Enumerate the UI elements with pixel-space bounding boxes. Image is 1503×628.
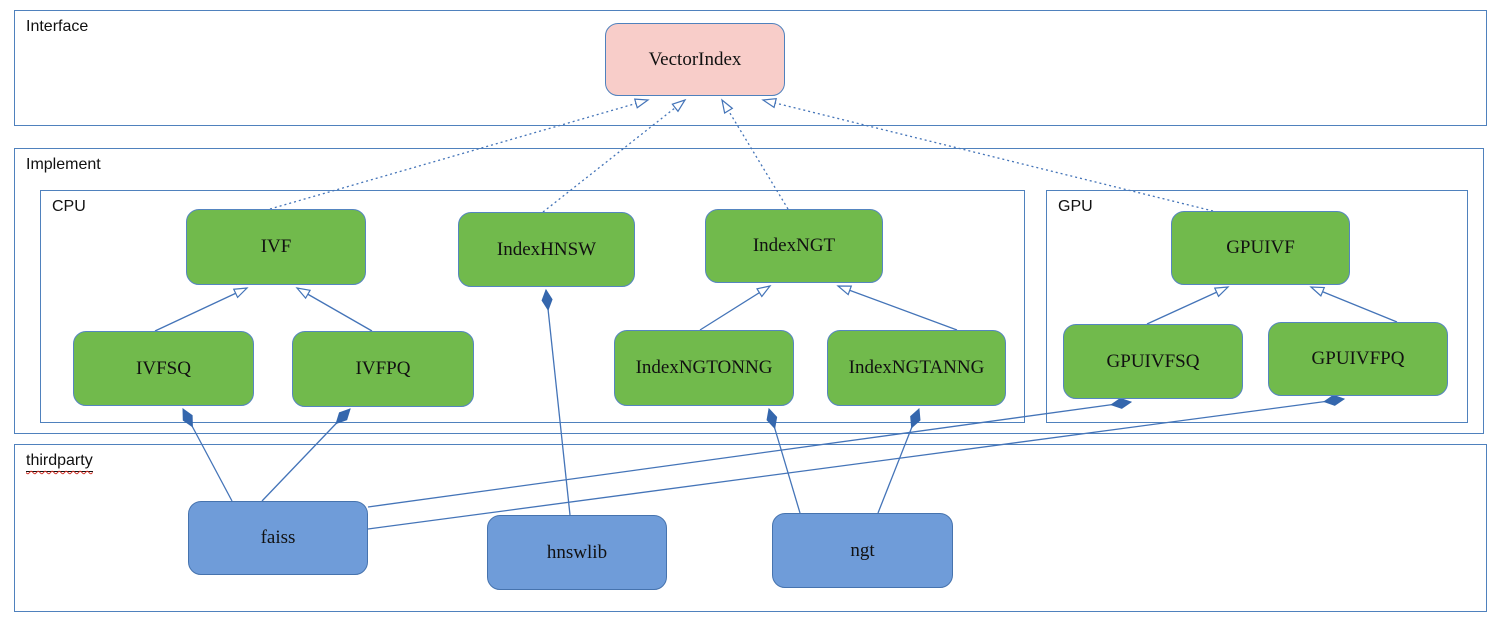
class-node-ivf-label: IVF [260,236,292,257]
edge-ngt-indexngtonng [766,407,801,514]
class-node-vectorindex-label: VectorIndex [648,48,742,70]
container-interface-label: Interface [26,18,89,35]
edge-indexngtanng-indexngt [836,285,958,331]
thirdparty-node-hnswlib-label: hnswlib [546,541,608,563]
class-node-indexngt-label: IndexNGT [752,235,836,256]
edge-ivfsq-ivf [154,287,249,332]
container-cpu-label: CPU [52,198,86,215]
thirdparty-node-ngt-label: ngt [850,539,875,561]
class-node-ivfpq[interactable]: IVFPQ [292,331,474,407]
container-thirdparty: thirdparty [14,444,1487,612]
class-node-gpuivf[interactable]: GPUIVF [1171,211,1350,285]
edge-faiss-gpuivfsq [367,397,1133,508]
container-gpu: GPU [1046,190,1468,423]
thirdparty-node-faiss-label: faiss [260,527,296,548]
edge-ivf-vectorindex [269,98,650,210]
class-node-gpuivfsq[interactable]: GPUIVFSQ [1063,324,1243,399]
container-implement: Implement [14,148,1484,434]
container-interface: Interface [14,10,1487,126]
container-implement-label: Implement [26,156,101,173]
edge-ngt-indexngtanng [877,407,921,514]
thirdparty-node-ngt[interactable]: ngt [772,513,953,588]
edge-gpuivfpq-gpuivf [1309,286,1398,323]
class-node-indexngtanng[interactable]: IndexNGTANNG [827,330,1006,406]
class-node-gpuivfpq-label: GPUIVFPQ [1311,348,1405,369]
class-node-indexngtonng-label: IndexNGTONNG [635,357,773,378]
thirdparty-node-hnswlib[interactable]: hnswlib [487,515,667,590]
edge-indexngt-vectorindex [721,98,789,210]
class-node-ivfsq-label: IVFSQ [136,357,191,379]
class-node-vectorindex[interactable]: VectorIndex [605,23,785,96]
class-node-indexhnsw[interactable]: IndexHNSW [458,212,635,287]
edge-indexngtonng-indexngt [699,285,772,331]
edge-gpuivf-vectorindex [761,97,1214,212]
class-node-indexngtonng[interactable]: IndexNGTONNG [614,330,794,406]
class-node-gpuivfsq-label: GPUIVFSQ [1106,350,1200,372]
class-node-gpuivfpq[interactable]: GPUIVFPQ [1268,322,1448,396]
thirdparty-node-faiss[interactable]: faiss [188,501,368,575]
edge-faiss-ivfsq [182,408,233,502]
class-node-ivfsq[interactable]: IVFSQ [73,331,254,406]
edge-hnswlib-indexhnsw [541,288,571,516]
class-node-gpuivf-label: GPUIVF [1226,237,1295,258]
container-gpu-label: GPU [1058,198,1093,215]
class-node-indexngt[interactable]: IndexNGT [705,209,883,283]
class-node-ivfpq-label: IVFPQ [355,358,411,379]
edge-gpuivfsq-gpuivf [1146,286,1230,325]
edge-faiss-ivfpq [261,408,351,502]
edge-indexhnsw-vectorindex [542,98,687,213]
class-node-ivf[interactable]: IVF [186,209,366,285]
class-node-indexngtanng-label: IndexNGTANNG [848,357,985,378]
edge-faiss-gpuivfpq [367,394,1346,530]
edge-ivfpq-ivf [295,287,373,332]
class-node-indexhnsw-label: IndexHNSW [496,238,597,260]
container-thirdparty-label: thirdparty [26,452,93,472]
container-cpu: CPU [40,190,1025,423]
